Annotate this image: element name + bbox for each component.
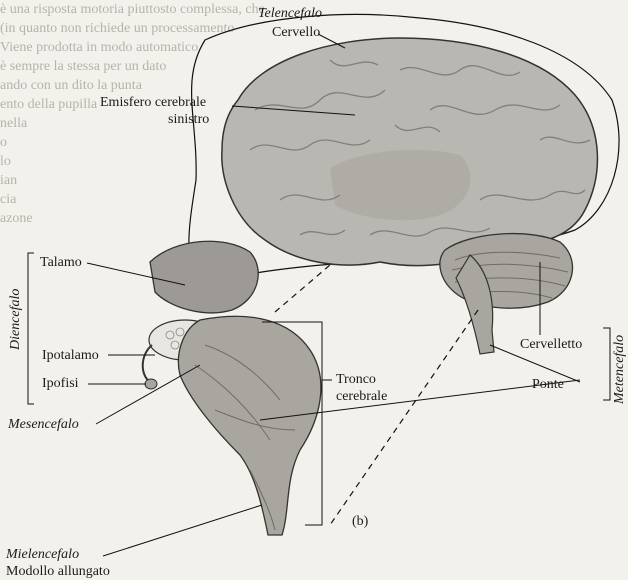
label-ipofisi: Ipofisi xyxy=(42,376,79,392)
label-emisfero-line2: sinistro xyxy=(168,112,209,128)
label-tronco-line2: cerebrale xyxy=(336,389,387,405)
label-metencefalo: Metencefalo xyxy=(612,335,628,404)
label-modollo-allungato: Modollo allungato xyxy=(6,564,110,580)
label-ipotalamo: Ipotalamo xyxy=(42,348,99,364)
label-telencefalo: Telencefalo xyxy=(258,6,322,22)
label-ponte: Ponte xyxy=(532,377,564,393)
label-diencefalo: Diencefalo xyxy=(8,289,24,350)
cerebrum xyxy=(222,38,598,354)
label-cervello: Cervello xyxy=(272,25,320,41)
label-mielencefalo: Mielencefalo xyxy=(6,547,79,563)
label-tronco-line1: Tronco xyxy=(336,372,376,388)
label-mesencefalo: Mesencefalo xyxy=(8,417,79,433)
label-panel-b: (b) xyxy=(352,514,368,530)
label-talamo: Talamo xyxy=(40,255,82,271)
brainstem-exploded xyxy=(143,241,321,535)
label-emisfero-line1: Emisfero cerebrale xyxy=(100,95,206,111)
label-cervelletto: Cervelletto xyxy=(520,337,582,353)
